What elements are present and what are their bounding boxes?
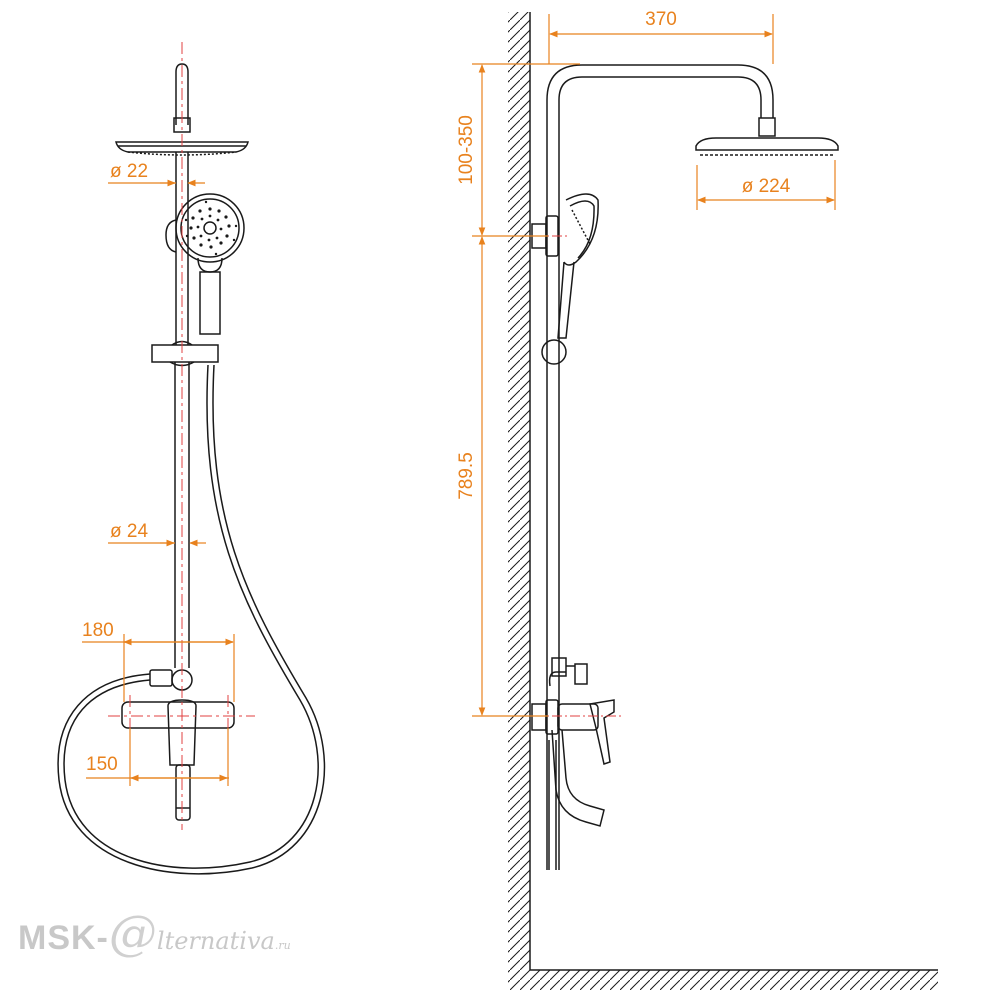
side-view xyxy=(531,64,839,870)
side-mixer-body xyxy=(557,703,599,731)
upper-pipe-top xyxy=(175,63,189,125)
dim-head-height-range: 100-350 xyxy=(456,115,477,185)
overhead-shower-head-side xyxy=(695,137,839,156)
floor xyxy=(508,969,938,990)
front-view xyxy=(57,63,326,875)
side-spout xyxy=(551,729,605,827)
watermark-domain: .ru xyxy=(274,939,291,952)
shower-riser-arm xyxy=(546,64,774,870)
dim-upper-pipe-diameter: ø 22 xyxy=(110,161,148,182)
dim-arm-reach: 370 xyxy=(645,9,677,30)
watermark-at-symbol: @ xyxy=(108,905,157,961)
watermark: MSK-@lternativa.ru xyxy=(18,905,291,961)
side-wall-bracket xyxy=(531,703,547,731)
hose-connector xyxy=(149,669,173,687)
side-slide-knob xyxy=(541,339,567,365)
hand-shower-side xyxy=(557,193,599,339)
slide-bracket xyxy=(151,344,219,363)
wall xyxy=(508,12,531,970)
dim-bar-height: 789.5 xyxy=(456,452,477,500)
dim-lower-pipe-diameter: ø 24 xyxy=(110,521,148,542)
hose xyxy=(63,364,319,869)
watermark-brand: MSK- xyxy=(18,919,109,957)
hand-shower-holder xyxy=(165,219,177,253)
side-hose xyxy=(548,740,557,870)
dim-head-diameter: ø 224 xyxy=(742,176,791,197)
front-dimensions xyxy=(82,179,235,786)
watermark-tail: lternativa xyxy=(156,927,275,955)
mixer-body xyxy=(121,701,235,729)
side-dimensions xyxy=(472,14,836,717)
spray-nozzles xyxy=(184,200,238,256)
hand-shower-front xyxy=(175,193,245,335)
dim-mixer-inlet-spacing: 150 xyxy=(86,754,118,775)
spout-front xyxy=(175,764,191,821)
dim-mixer-width: 180 xyxy=(82,620,114,641)
side-mixer-lever xyxy=(589,699,615,765)
mixer-lever xyxy=(167,699,197,766)
